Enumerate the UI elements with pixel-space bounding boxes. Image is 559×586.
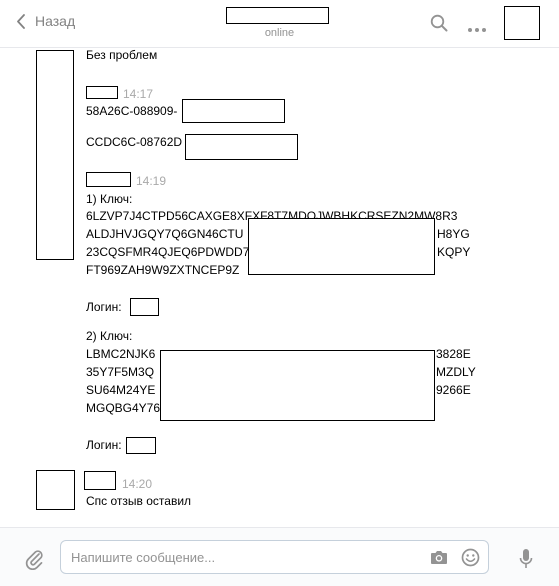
microphone-icon[interactable]: [519, 548, 533, 575]
key-line: ALDJHVJGQY7Q6GN46CTU: [86, 227, 244, 241]
login-redacted: [126, 437, 156, 454]
key-line: KQPY: [437, 245, 471, 259]
message-composer: [0, 527, 559, 586]
key-line: 58A26C-088909-: [86, 104, 178, 118]
login-redacted: [130, 298, 159, 316]
key-redacted: [182, 99, 285, 123]
key-heading: 1) Ключ:: [86, 192, 133, 206]
camera-icon[interactable]: [430, 549, 448, 570]
chat-title-redacted: [226, 7, 329, 24]
login-label: Логин:: [86, 438, 122, 452]
chat-avatar-redacted[interactable]: [504, 6, 540, 40]
back-button[interactable]: Назад: [16, 13, 75, 29]
message-time: 14:20: [122, 477, 153, 491]
message-time: 14:19: [136, 174, 167, 188]
key-line: MGQBG4Y76: [86, 401, 161, 415]
sender-name-redacted[interactable]: [86, 172, 131, 187]
message-time: 14:17: [123, 87, 154, 101]
login-label: Логин:: [86, 300, 122, 314]
chevron-left-icon: [17, 13, 25, 29]
key-line: 23CQSFMR4QJEQ6PDWDD7: [86, 245, 250, 259]
key-redacted: [160, 350, 435, 421]
chat-header: Назад online: [0, 0, 559, 48]
search-icon[interactable]: [430, 14, 448, 37]
sender-avatar-redacted[interactable]: [36, 50, 74, 260]
message-input[interactable]: [71, 541, 421, 573]
message-text: Без проблем: [86, 48, 158, 62]
key-line: MZDLY: [436, 365, 476, 379]
key-line: 9266E: [436, 383, 471, 397]
online-status: online: [264, 27, 295, 39]
key-line: 35Y7F5M3Q: [86, 365, 155, 379]
paperclip-icon[interactable]: [24, 548, 44, 575]
message-text: Спс отзыв оставил: [86, 494, 192, 508]
key-redacted: [185, 134, 298, 160]
more-icon[interactable]: [467, 20, 487, 38]
sender-name-redacted[interactable]: [84, 471, 116, 490]
key-line: SU64M24YE: [86, 383, 156, 397]
emoji-icon[interactable]: [461, 548, 480, 572]
key-line: H8YG: [437, 227, 470, 241]
sender-avatar-redacted[interactable]: [36, 470, 75, 510]
key-redacted: [248, 218, 435, 275]
key-line: 3828E: [436, 347, 471, 361]
back-label: Назад: [35, 13, 76, 29]
key-line: LBMC2NJK6: [86, 347, 156, 361]
key-line: CCDC6C-08762D: [86, 135, 183, 149]
key-line: FT969ZAH9W9ZXTNCEP9Z: [86, 263, 240, 277]
key-heading: 2) Ключ:: [86, 329, 133, 343]
message-input-box[interactable]: [60, 540, 489, 574]
sender-name-redacted[interactable]: [86, 86, 118, 99]
